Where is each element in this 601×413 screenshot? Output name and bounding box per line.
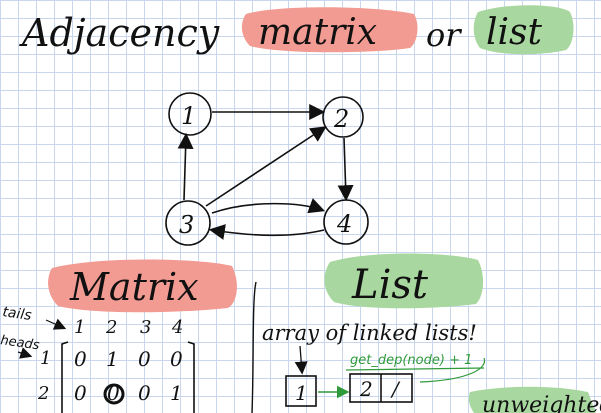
matrix-cell-r1c3: 0 (138, 347, 151, 371)
section-divider (251, 281, 257, 413)
matrix-cell-r2c2: 0 (107, 381, 120, 405)
linked-node-value: 2 (359, 377, 373, 401)
matrix-cell-r2c3: 0 (138, 381, 151, 405)
matrix-cell-r1c2: 1 (106, 347, 119, 371)
footer-highlight (468, 386, 596, 413)
matrix-cell-r1c1: 0 (74, 347, 87, 371)
matrix-section: Matrix tails heads 1 2 3 4 1 2 0 1 0 0 0… (0, 259, 237, 413)
title-joiner: or (426, 16, 462, 54)
list-description: array of linked lists! (262, 321, 477, 345)
matrix-corner-top: tails (1, 304, 32, 324)
corner-arrow (45, 318, 67, 330)
matrix-col-header-2: 2 (105, 317, 117, 338)
edge-3-to-2 (205, 126, 327, 207)
list-note: get_dep(node) + 1 (350, 353, 472, 368)
matrix-title-highlight (241, 7, 418, 53)
graph-node-2-label: 2 (333, 105, 349, 133)
list-title-highlight (473, 5, 574, 55)
matrix-corner-left: heads (0, 333, 41, 353)
matrix-cell-r2c1: 0 (74, 381, 87, 405)
directed-graph (165, 92, 369, 246)
edge-2-to-4 (337, 137, 354, 202)
matrix-row-header-1: 1 (40, 348, 51, 369)
matrix-cell-r2c4: 1 (170, 381, 183, 405)
footer-partial: unweighted (482, 393, 601, 413)
title-list-word: list (486, 12, 543, 53)
title-prefix: Adjacency (19, 11, 220, 55)
title-matrix-word: matrix (258, 12, 377, 53)
list-heading: List (351, 262, 429, 308)
list-heading-highlight (324, 253, 484, 309)
matrix-col-header-4: 4 (171, 317, 183, 338)
array-cell-box (285, 375, 317, 407)
matrix-right-bracket (187, 341, 195, 413)
matrix-row-header-2: 2 (37, 383, 49, 404)
array-cell-value: 1 (295, 381, 308, 405)
list-note-pointer (419, 357, 486, 383)
graph-node-1-label: 1 (181, 102, 196, 130)
array-pointer-arrow (294, 345, 308, 375)
linked-node-next: / (390, 377, 401, 401)
matrix-cell-r2c2-circle (103, 383, 125, 405)
matrix-cell-r1c4: 0 (170, 347, 183, 371)
edge-4-to-3 (208, 224, 325, 240)
graph-node-4-label: 4 (336, 210, 352, 238)
title: Adjacency matrix or list (19, 5, 574, 55)
edge-3-to-4 (211, 198, 326, 214)
matrix-heading: Matrix (69, 265, 199, 309)
list-section: List array of linked lists! get_dep(node… (262, 253, 601, 413)
graph-node-3-label: 3 (179, 211, 194, 239)
matrix-left-bracket (61, 341, 69, 413)
matrix-heading-highlight (48, 259, 237, 313)
corner-arrow-2 (17, 347, 33, 359)
edge-3-to-1 (177, 132, 194, 201)
matrix-col-header-1: 1 (74, 317, 85, 338)
matrix-col-header-3: 3 (140, 317, 151, 338)
graph-node-labels: 1 2 3 4 (179, 102, 352, 239)
graph-node-3-circle (165, 200, 211, 246)
list-note-underline (345, 367, 485, 371)
